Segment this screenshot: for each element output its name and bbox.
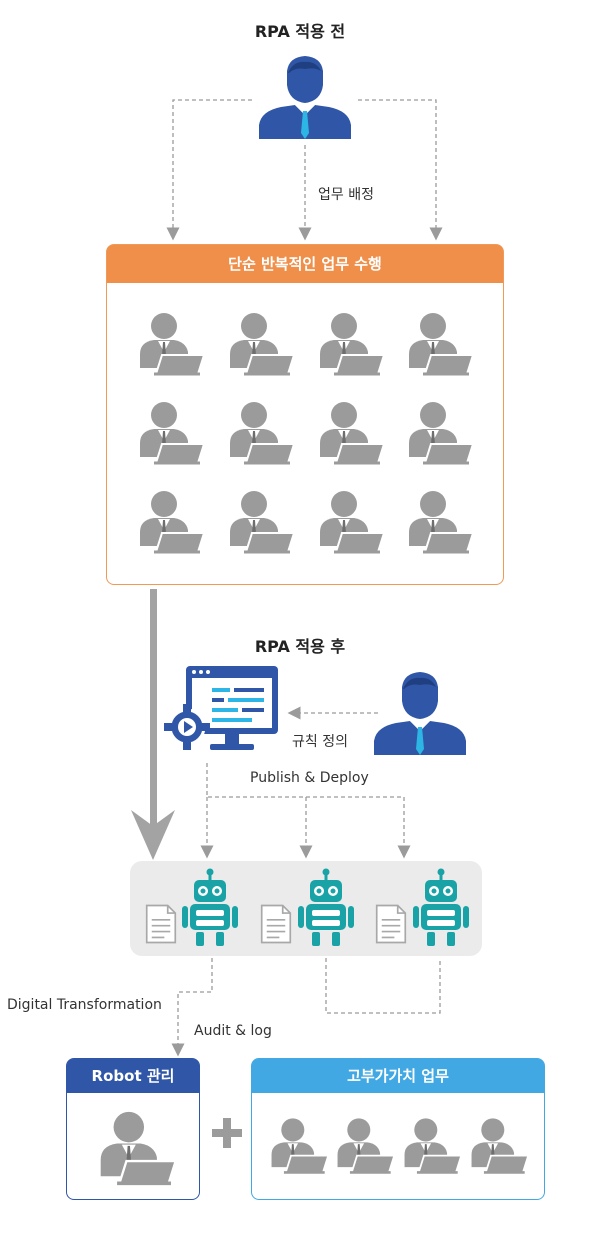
robot-icon	[180, 868, 240, 948]
document-icon	[145, 904, 177, 944]
worker-grid	[138, 311, 475, 554]
assign-arrows	[166, 99, 443, 241]
robot-group	[145, 868, 471, 948]
worker-icon	[98, 1110, 178, 1186]
worker-icon	[318, 311, 386, 376]
document-icon	[260, 904, 292, 944]
worker-icon	[407, 400, 475, 465]
dt-label: Digital Transformation	[7, 997, 162, 1013]
worker-icon	[228, 311, 296, 376]
rule-label: 규칙 정의	[292, 734, 348, 750]
worker-icon	[407, 489, 475, 554]
worker-icon	[228, 400, 296, 465]
manager-icon	[374, 672, 466, 755]
after-title: RPA 적용 후	[254, 637, 346, 656]
publish-label: Publish & Deploy	[250, 770, 369, 786]
robot-icon	[411, 868, 471, 948]
audit-arrows	[171, 958, 441, 1057]
before-title: RPA 적용 전	[254, 22, 346, 41]
worker-icon	[270, 1117, 330, 1174]
worker-icon	[138, 400, 206, 465]
robot-icon	[296, 868, 356, 948]
worker-icon	[138, 311, 206, 376]
worker-icon	[336, 1117, 396, 1174]
worker-icon	[228, 489, 296, 554]
worker-icon	[403, 1117, 463, 1174]
deploy-arrows	[200, 763, 411, 859]
rpa-software-icon	[164, 666, 278, 750]
plus-icon	[212, 1118, 242, 1148]
high-value-title: 고부가가치 업무	[252, 1059, 544, 1093]
worker-icon	[318, 489, 386, 554]
audit-label: Audit & log	[194, 1023, 272, 1039]
assign-label: 업무 배정	[318, 187, 374, 203]
worker-icon	[407, 311, 475, 376]
manager-icon	[259, 56, 351, 139]
repetitive-work-title: 단순 반복적인 업무 수행	[107, 245, 503, 283]
worker-icon	[470, 1117, 530, 1174]
document-icon	[375, 904, 407, 944]
worker-icon	[138, 489, 206, 554]
robot-management-title: Robot 관리	[67, 1059, 199, 1093]
transition-arrow	[131, 589, 175, 860]
worker-icon	[318, 400, 386, 465]
